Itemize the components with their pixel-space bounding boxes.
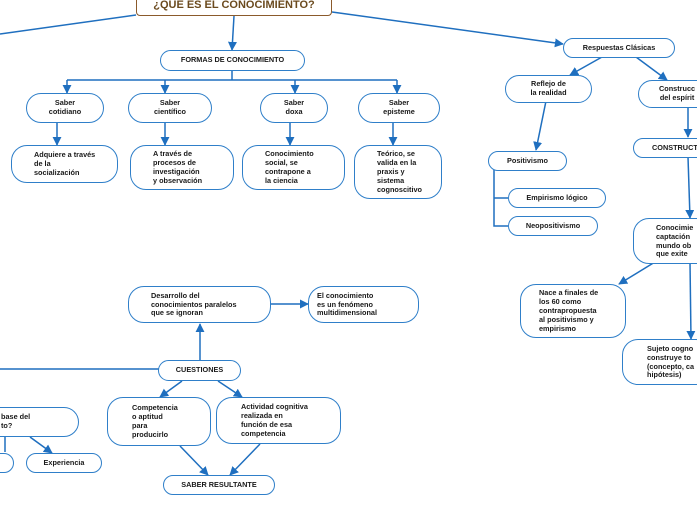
saber-episteme-desc[interactable]: Teórico, se valida en la praxis y sistem…: [354, 145, 442, 199]
empirismo-node[interactable]: Empirismo lógico: [508, 188, 606, 208]
actividad-node[interactable]: Actividad cognitiva realizada en función…: [216, 397, 341, 444]
base-node[interactable]: base del to?: [0, 407, 79, 437]
desarrollo-node[interactable]: Desarrollo del conocimientos paralelos q…: [128, 286, 271, 323]
saber-doxa-node[interactable]: Saber doxa: [260, 93, 328, 123]
fenomeno-node[interactable]: El conocimiento es un fenómeno multidime…: [308, 286, 419, 323]
saber-cientifico-node[interactable]: Saber científico: [128, 93, 212, 123]
saber-doxa-desc[interactable]: Conocimiento social, se contrapone a la …: [242, 145, 345, 190]
conocimiento-captacion-node[interactable]: Conocimie captación mundo ob que exite: [633, 218, 697, 264]
sujeto-node[interactable]: Sujeto cogno construye to (concepto, ca …: [622, 339, 697, 385]
respuestas-node[interactable]: Respuestas Clásicas: [563, 38, 675, 58]
saber-episteme-node[interactable]: Saber episteme: [358, 93, 440, 123]
offscreen-node[interactable]: [0, 453, 14, 473]
map-title: ¿QUÉ ES EL CONOCIMIENTO?: [136, 0, 332, 16]
construccion-node[interactable]: Construcc del espírit: [638, 80, 697, 108]
formas-node[interactable]: FORMAS DE CONOCIMIENTO: [160, 50, 305, 71]
neopositivismo-node[interactable]: Neopositivismo: [508, 216, 598, 236]
constructivismo-node[interactable]: CONSTRUCT: [633, 138, 697, 158]
saber-cotidiano-desc[interactable]: Adquiere a través de la socialización: [11, 145, 118, 183]
cuestiones-node[interactable]: CUESTIONES: [158, 360, 241, 381]
competencia-node[interactable]: Competencia o aptitud para producirlo: [107, 397, 211, 446]
experiencia-node[interactable]: Experiencia: [26, 453, 102, 473]
positivismo-node[interactable]: Positivismo: [488, 151, 567, 171]
saber-resultante-node[interactable]: SABER RESULTANTE: [163, 475, 275, 495]
reflejo-node[interactable]: Reflejo de la realidad: [505, 75, 592, 103]
nace-node[interactable]: Nace a finales de los 60 como contraprop…: [520, 284, 626, 338]
saber-cientifico-desc[interactable]: A través de procesos de investigación y …: [130, 145, 234, 190]
saber-cotidiano-node[interactable]: Saber cotidiano: [26, 93, 104, 123]
